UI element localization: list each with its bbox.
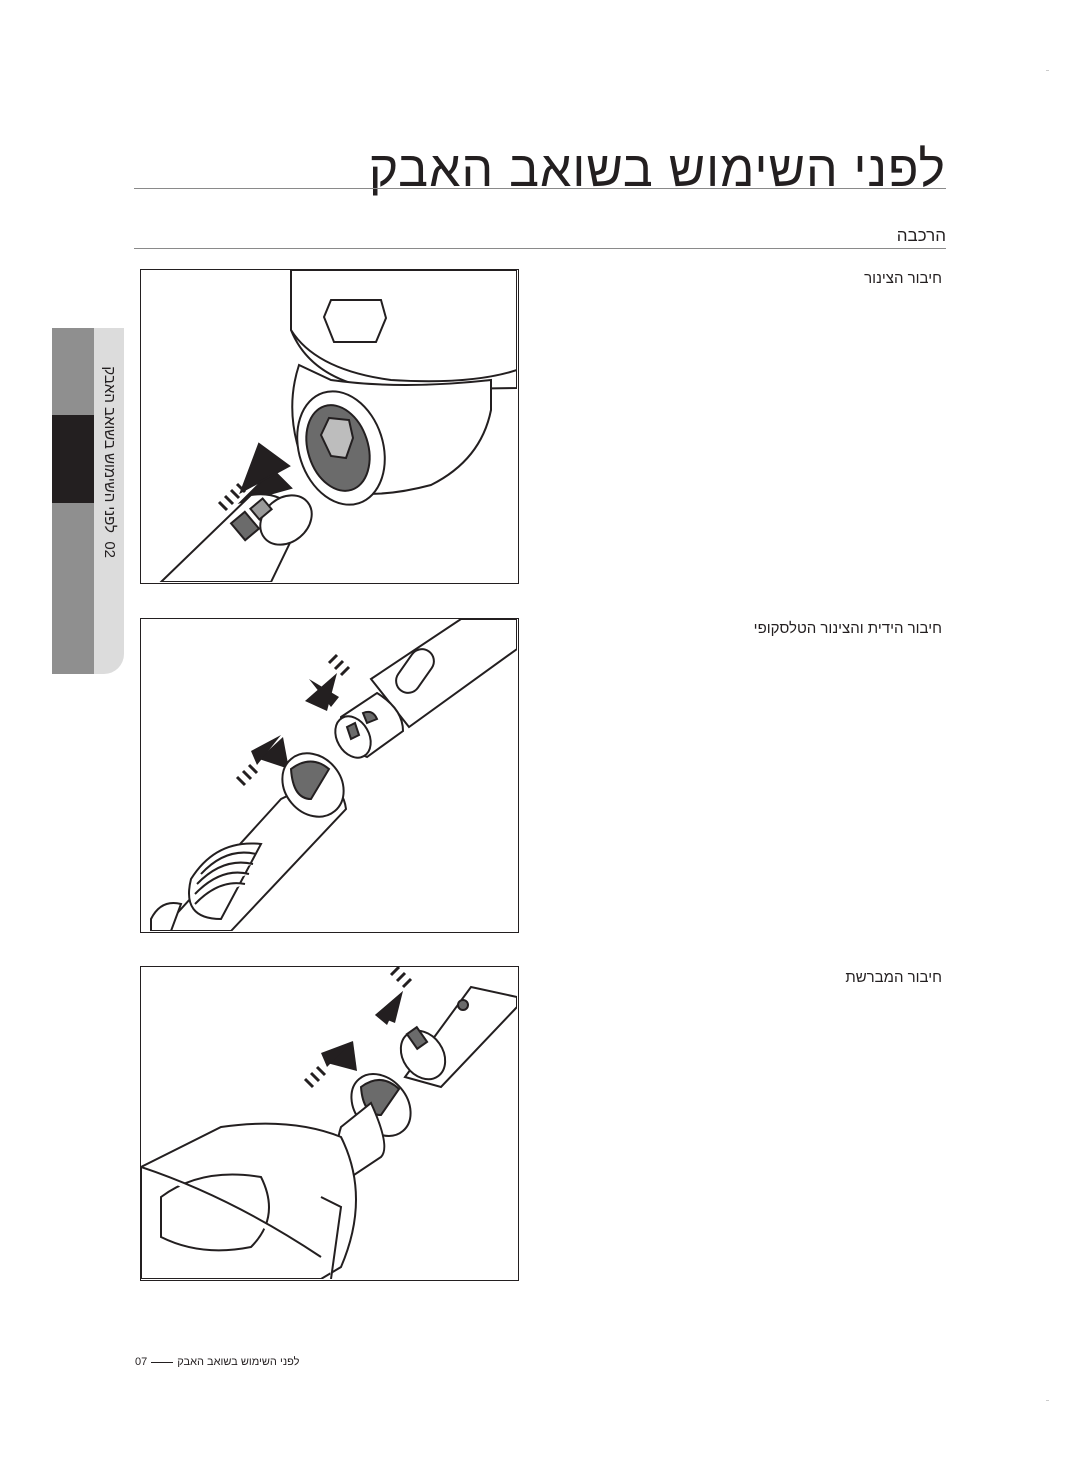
chapter-title: לפני השימוש בשואב האבק [101, 366, 118, 533]
step-3-caption: חיבור המברשת [845, 969, 942, 986]
step-3-illustration [140, 966, 519, 1281]
footer-label: לפני השימוש בשואב האבק [177, 1356, 300, 1368]
hose-to-body-drawing [159, 270, 517, 582]
chapter-number: 02 [101, 541, 118, 558]
chapter-tab: 02 לפני השימוש בשואב האבק [52, 328, 124, 674]
step-2-caption: חיבור הידית והצינור הטלסקופי [753, 620, 942, 637]
step-1-illustration [140, 269, 519, 584]
step-2-illustration [140, 618, 519, 933]
section-divider [134, 248, 946, 249]
section-heading: הרכבה [896, 226, 946, 245]
title-divider [134, 188, 946, 189]
crop-mark [1046, 70, 1049, 71]
crop-mark [1046, 1400, 1049, 1401]
chapter-tab-edge [94, 328, 124, 674]
brush-to-pipe-drawing [141, 967, 517, 1279]
handle-to-pipe-drawing [150, 619, 517, 931]
chapter-tab-label: 02 לפני השימוש בשואב האבק [96, 328, 122, 558]
page-footer: 07 לפני השימוש בשואב האבק [135, 1356, 299, 1368]
chapter-tab-marker [52, 415, 94, 503]
step-1-caption: חיבור הצינור [864, 270, 942, 287]
page-title: לפני השימוש בשואב האבק [368, 141, 946, 197]
footer-rule [151, 1361, 174, 1363]
footer-page-number: 07 [135, 1356, 148, 1368]
